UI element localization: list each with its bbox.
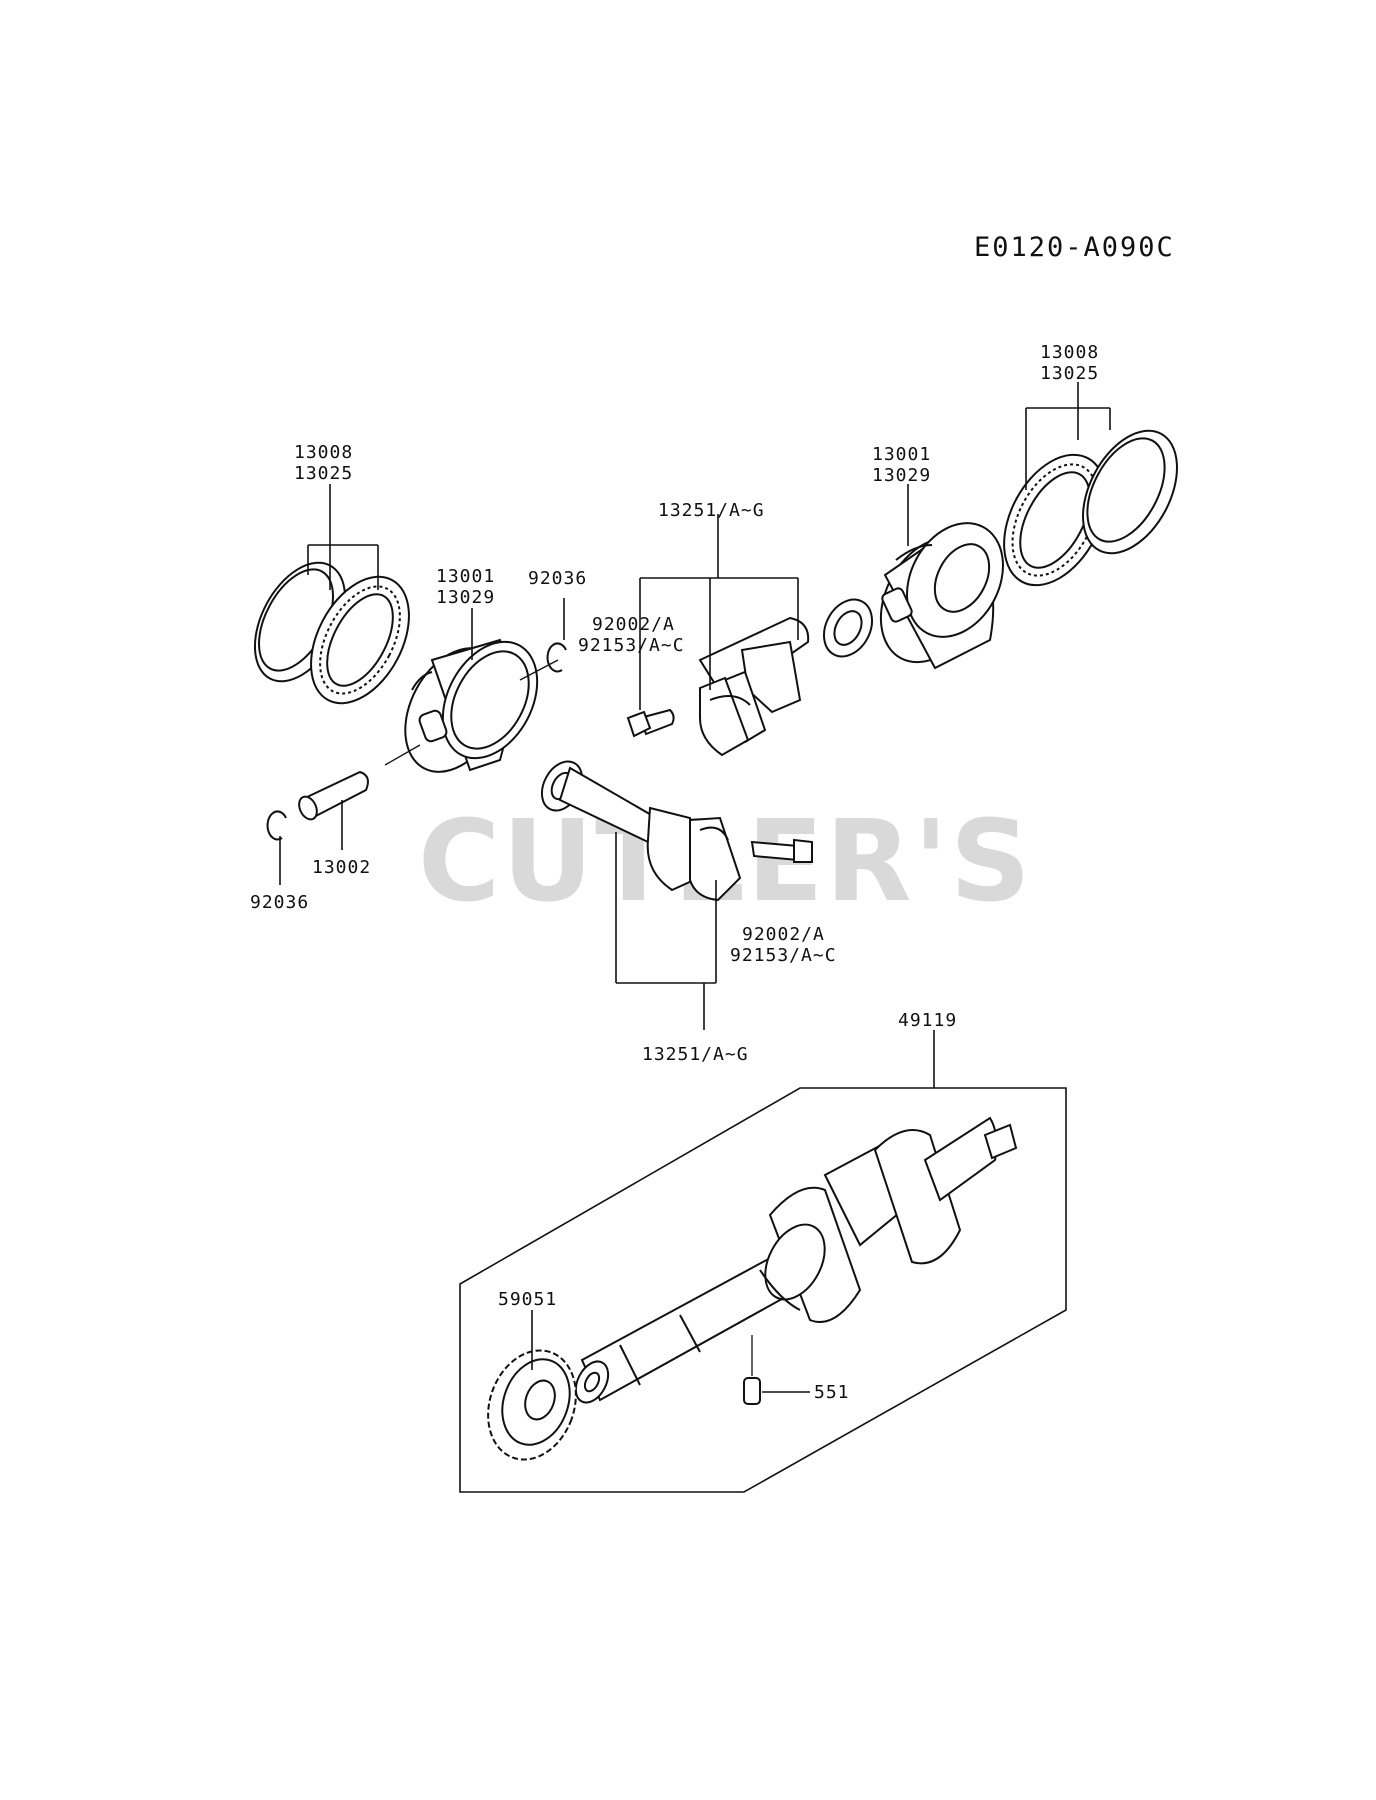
leader-rings-left — [307, 484, 379, 590]
label-bolt-bottom-a: 92002/A — [742, 924, 825, 945]
label-bolt-top-a: 92002/A — [592, 614, 675, 635]
piston-left[interactable] — [385, 626, 556, 789]
connecting-rod-bottom[interactable] — [534, 755, 742, 902]
label-clip-top: 92036 — [528, 568, 587, 589]
label-dowel: 551 — [814, 1382, 850, 1403]
label-rings-left-a: 13008 — [294, 442, 353, 463]
label-crankshaft: 49119 — [898, 1010, 957, 1031]
label-piston-right-a: 13001 — [872, 444, 931, 465]
piston-rings-right[interactable] — [983, 415, 1196, 603]
piston-rings-left[interactable] — [236, 548, 429, 720]
label-rod-bottom: 13251/A~G — [642, 1044, 749, 1065]
rod-bolt-bottom[interactable] — [750, 838, 813, 863]
label-pin: 13002 — [312, 857, 371, 878]
connecting-rod-top[interactable] — [698, 591, 882, 757]
label-piston-right-b: 13029 — [872, 465, 931, 486]
label-rings-right-b: 13025 — [1040, 363, 1099, 384]
crankshaft-assembly-box — [459, 1087, 1067, 1493]
crankshaft[interactable] — [569, 1116, 1018, 1408]
circlip-top[interactable] — [546, 642, 567, 673]
diagram-id: E0120-A090C — [974, 232, 1175, 263]
crankshaft-gear[interactable] — [473, 1338, 590, 1472]
label-rings-left-b: 13025 — [294, 463, 353, 484]
label-gear: 59051 — [498, 1289, 557, 1310]
circlip-bottom[interactable] — [266, 810, 287, 841]
leader-rings-right — [1025, 382, 1111, 490]
label-bolt-top-b: 92153/A~C — [578, 635, 685, 656]
label-bolt-bottom-b: 92153/A~C — [730, 945, 837, 966]
label-rings-right-a: 13008 — [1040, 342, 1099, 363]
label-clip-bottom: 92036 — [250, 892, 309, 913]
label-piston-left-b: 13029 — [436, 587, 495, 608]
rod-bolt-top[interactable] — [626, 708, 675, 738]
leader-rod-top — [639, 514, 799, 710]
leader-rod-bottom — [615, 832, 717, 1030]
piston-pin[interactable] — [296, 770, 369, 822]
label-rod-top: 13251/A~G — [658, 500, 765, 521]
label-piston-left-a: 13001 — [436, 566, 495, 587]
piston-right[interactable] — [860, 506, 1022, 680]
dowel-pin[interactable] — [743, 1377, 761, 1405]
